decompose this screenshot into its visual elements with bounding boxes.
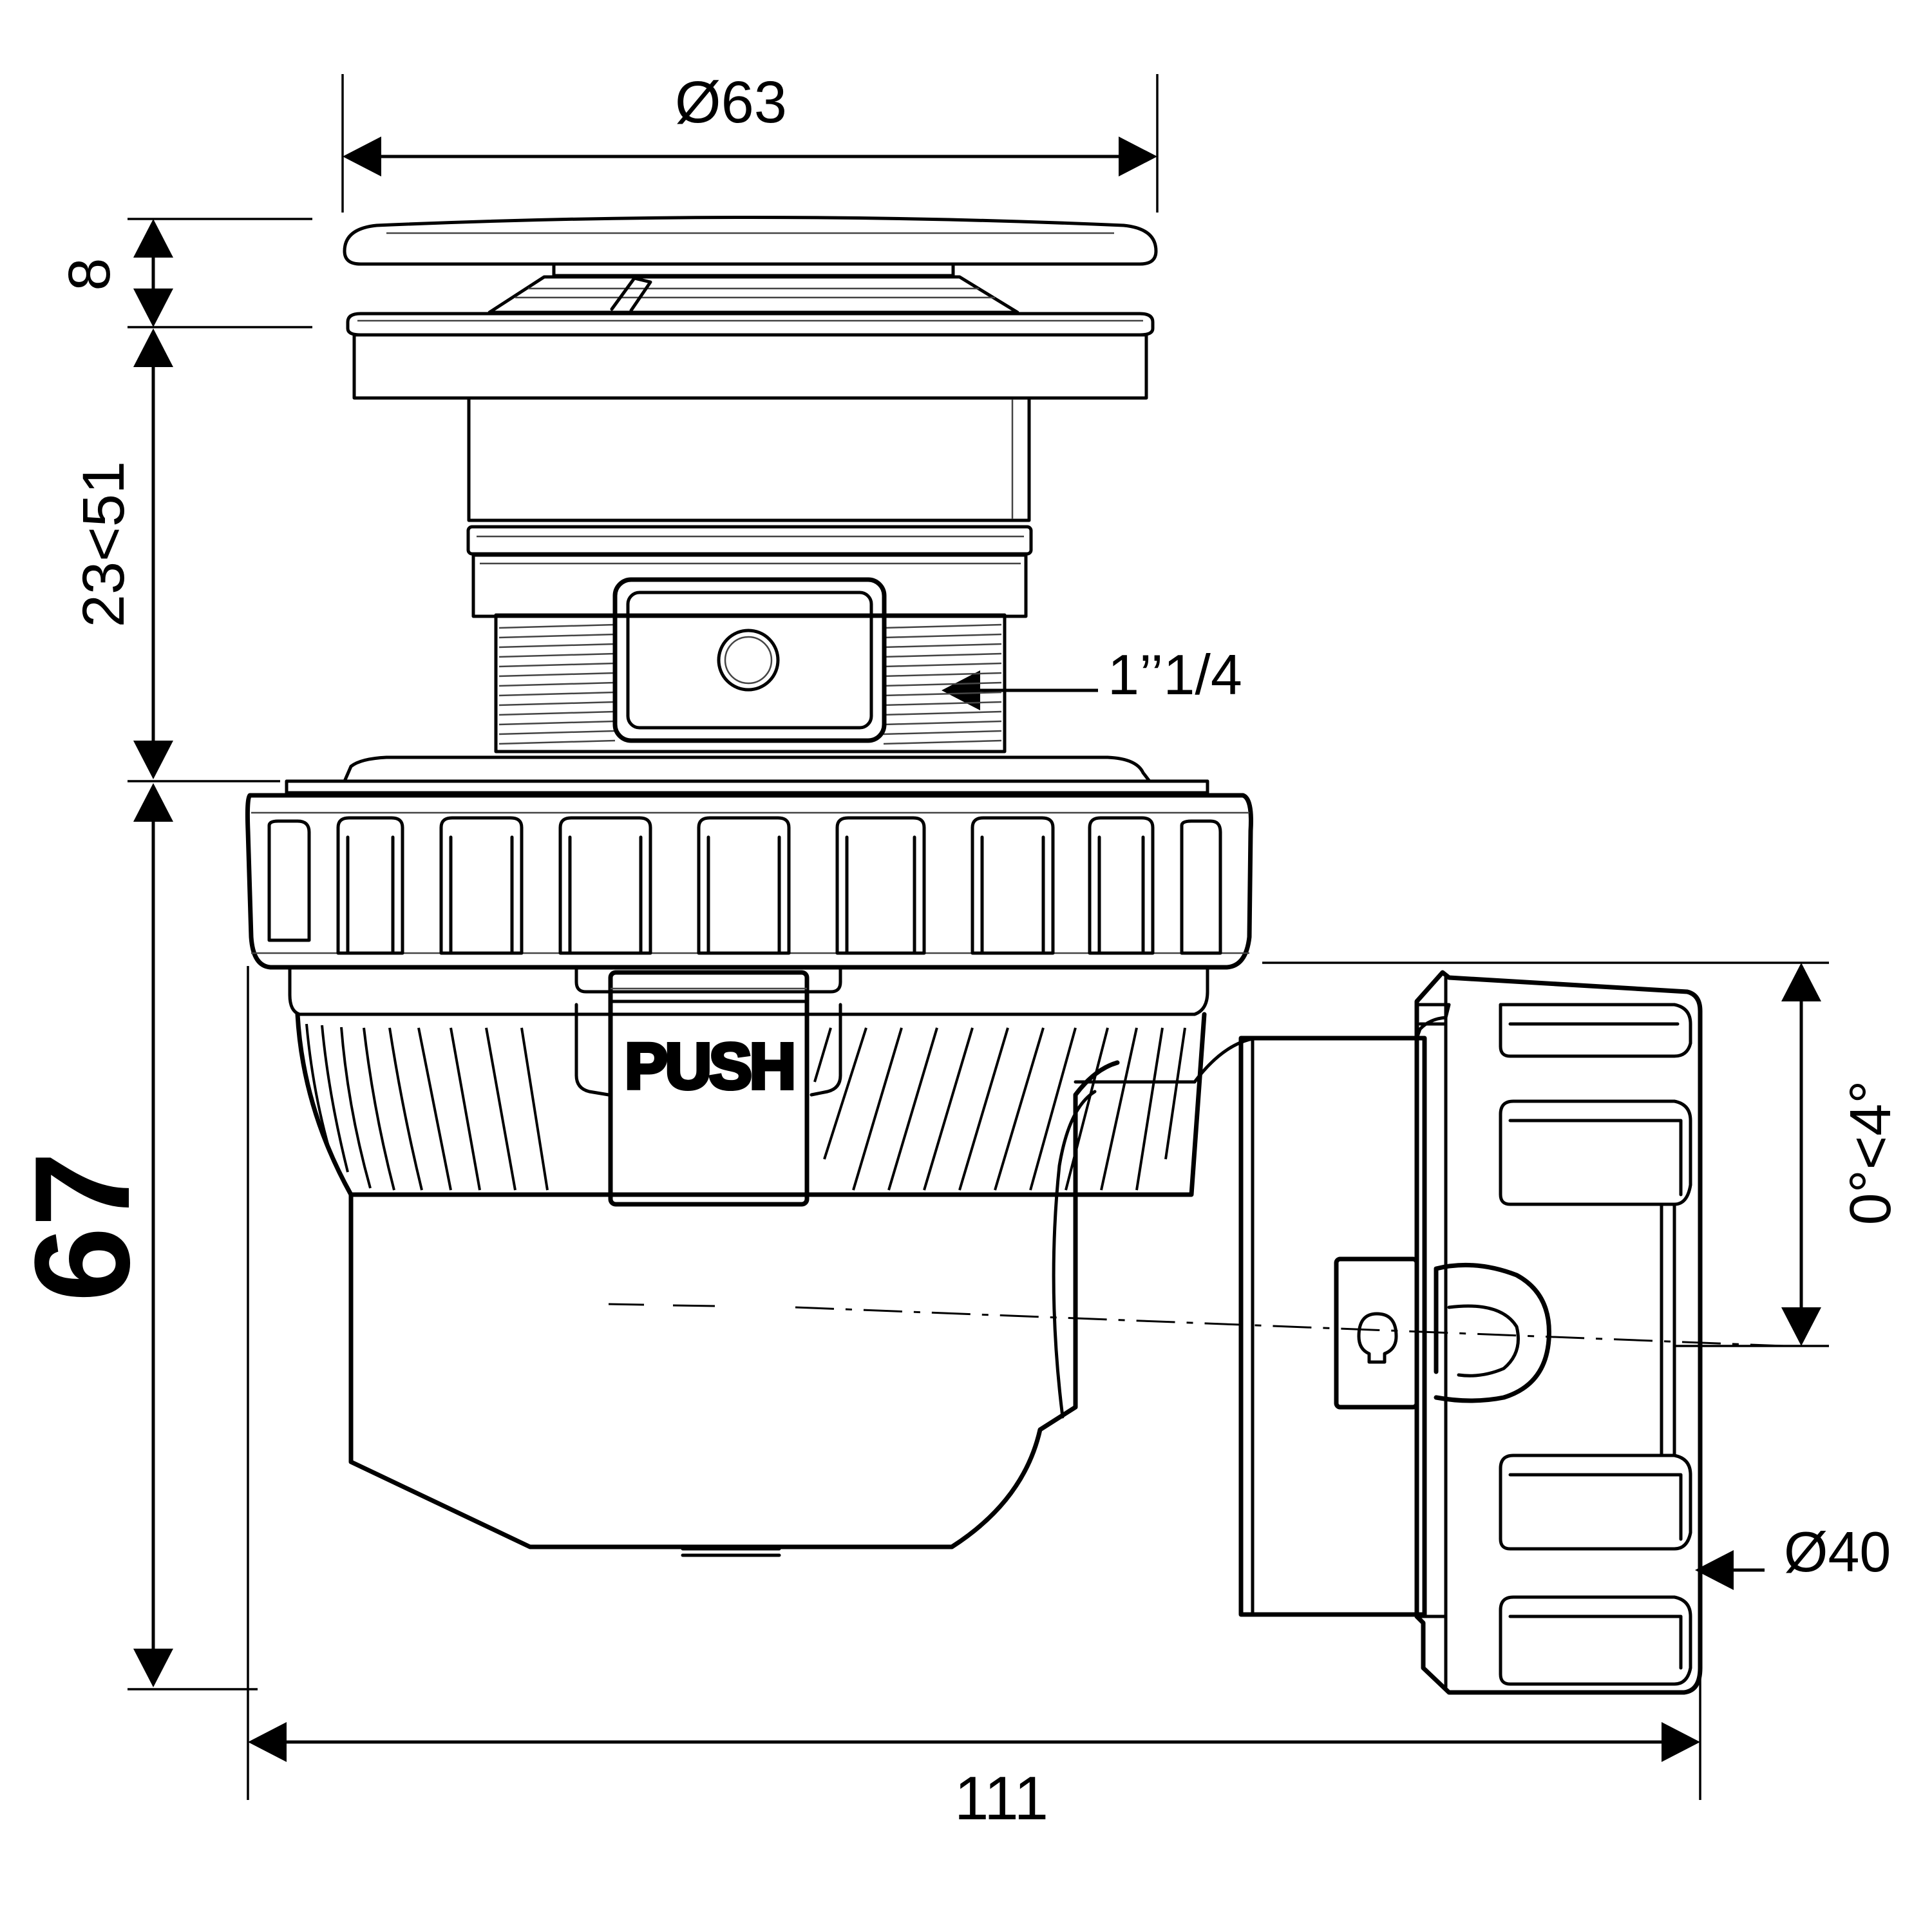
outlet-coupling — [1193, 970, 1703, 1695]
back-nut — [245, 755, 1253, 970]
dim-adjustable-range: 23<51 — [71, 461, 137, 627]
dimension-lines — [128, 74, 1829, 1800]
waste-body — [466, 396, 1033, 753]
dim-total-length: 111 — [954, 1764, 1048, 1833]
dim-cap-height: 8 — [57, 258, 122, 290]
dim-total-height: 67 — [6, 1151, 158, 1302]
dim-outlet-angle: 0°<4° — [1839, 1081, 1903, 1226]
nut-grips — [267, 816, 1222, 955]
housing-ribs — [305, 1023, 1186, 1191]
thread-lines — [498, 623, 1002, 745]
push-label: PUSH — [625, 1030, 793, 1103]
dimension-labels: Ø63 8 23<51 1’’1/4 67 0°<4° Ø40 111 PUSH — [6, 70, 1903, 1833]
dim-cap-diameter: Ø63 — [675, 70, 787, 135]
lower-body — [348, 1060, 1197, 1557]
dim-outlet-diameter: Ø40 — [1784, 1520, 1891, 1584]
pop-up-cap — [343, 216, 1158, 400]
dim-thread-size: 1’’1/4 — [1108, 643, 1242, 706]
